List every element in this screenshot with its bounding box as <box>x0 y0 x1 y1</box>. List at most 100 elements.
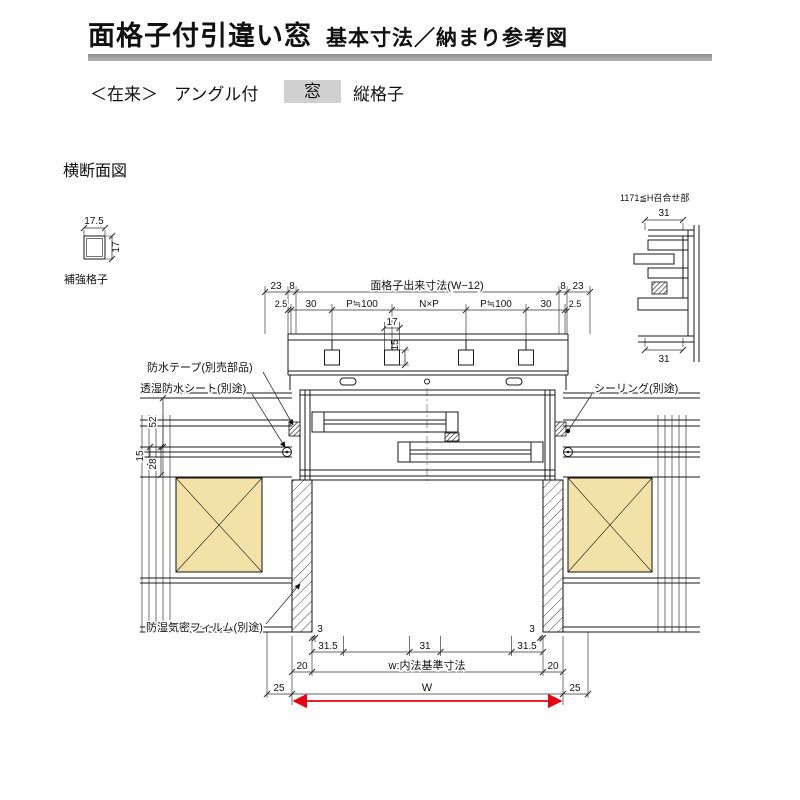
dim-line <box>645 219 683 351</box>
dim-31-5-left: 31.5 <box>318 641 338 652</box>
sealing-label: シーリング(別途) <box>594 381 678 395</box>
dim-31-5-right: 31.5 <box>517 641 537 652</box>
dim-nxp: N×P <box>419 299 439 310</box>
exterior-sash <box>311 411 459 433</box>
tag-angle-tsuki: アングル付 <box>174 85 259 104</box>
exterior-sash-glass <box>323 412 447 432</box>
page-title-row: 面格子付引違い窓 基本寸法／納まり参考図 <box>88 14 568 53</box>
wood-stud-cross <box>567 477 653 573</box>
meeting-seal <box>444 432 460 442</box>
dim-line <box>84 227 113 259</box>
extension-lines <box>264 286 591 366</box>
meeting-title: 1171≦H召合せ部 <box>620 192 689 203</box>
tick-marks <box>146 394 167 479</box>
grille-bar <box>458 349 474 366</box>
waterproof-tape-label: 防水テープ(別売部品) <box>147 360 253 374</box>
dim-2-5-right: 2.5 <box>569 299 582 309</box>
leader-line <box>265 583 301 625</box>
leader-line <box>251 393 286 448</box>
tick-marks <box>80 224 116 263</box>
stile-step <box>647 267 689 279</box>
wall-lines <box>693 225 700 362</box>
bottom-dimensions: 3 3 31.5 31 31.5 20 w:内法基準寸法 20 25 W 25 <box>263 623 592 705</box>
wall-layer-lines <box>140 392 292 633</box>
mount-slot <box>505 377 523 386</box>
page-title: 面格子付引違い窓 <box>88 21 312 51</box>
dim-25-right: 25 <box>569 683 581 694</box>
meeting-stile-detail: 1171≦H召合せ部 31 31 <box>620 192 700 365</box>
jamb-seal-right <box>554 421 567 437</box>
wood-stud-cross <box>175 477 263 573</box>
interior-board-right <box>542 479 564 633</box>
extension-lines <box>266 632 589 705</box>
moisture-film-label: 防湿気密フィルム(別途) <box>146 620 263 634</box>
interior-sash <box>397 441 544 463</box>
stile-step <box>647 239 689 251</box>
wall-right <box>542 392 700 633</box>
tag-mado-badge: 窓 <box>284 80 341 103</box>
dim-30-right: 30 <box>540 299 552 310</box>
leader-line <box>567 393 593 432</box>
dim-3-right: 3 <box>529 624 535 635</box>
extension-lines <box>644 223 684 347</box>
dim-lines <box>265 291 590 365</box>
title-underline <box>88 54 712 61</box>
screw-mark <box>424 378 430 385</box>
tick-marks <box>641 216 687 354</box>
interior-sash-glass <box>409 442 532 462</box>
dim-3-left: 3 <box>317 624 323 635</box>
grille-bar <box>384 349 400 366</box>
dim-23-left: 23 <box>270 281 282 292</box>
siding-lines <box>657 415 687 632</box>
grille-bar <box>518 349 534 366</box>
dim-31: 31 <box>419 641 431 652</box>
page-subtitle: 基本寸法／納まり参考図 <box>326 27 568 50</box>
wall-layer-lines <box>563 392 700 633</box>
dim-25-left: 25 <box>273 683 285 694</box>
leader-labels: 防水テープ(別売部品) 透湿防水シート(別途) シーリング(別途) 防湿気密フィ… <box>139 359 680 636</box>
grille-width-label: 面格子出来寸法(W−12) <box>370 278 483 292</box>
seal-block <box>651 281 668 295</box>
reinforce-grille-detail: 17.5 17 補強格子 <box>64 216 122 286</box>
stile-step <box>633 253 675 265</box>
dim-2-5-left: 2.5 <box>275 299 288 309</box>
dim-20-left: 20 <box>296 661 308 672</box>
siding-lines <box>141 415 171 632</box>
dim-8-left: 8 <box>289 281 295 292</box>
dim-p100-right: P≒100 <box>480 299 512 310</box>
tick-marks <box>263 634 592 698</box>
w-base-label: w:内法基準寸法 <box>388 658 466 672</box>
dim-28-wall: 28 <box>148 458 159 470</box>
tag-zairai: ＜在来＞ <box>90 85 158 104</box>
mount-slot <box>339 377 357 386</box>
dim-15-wall: 15 <box>135 450 146 462</box>
window-frame-section <box>282 388 573 482</box>
wall-left: 52 15 28 <box>134 392 313 633</box>
dim-lines <box>267 637 588 695</box>
dim-20-right: 20 <box>547 661 559 672</box>
cross-section-drawing: 17.5 17 補強格子 1171≦H召合せ部 31 31 23 8 <box>64 192 700 709</box>
tick-marks <box>261 288 594 369</box>
dim-W: W <box>422 682 433 694</box>
bar-stubs <box>331 340 527 350</box>
dim-17: 17 <box>111 241 122 253</box>
tube-inner <box>86 238 103 257</box>
dim-30-left: 30 <box>305 299 317 310</box>
tube-outer <box>83 235 106 260</box>
frame-lines <box>300 390 555 480</box>
dim-8-right: 8 <box>560 281 566 292</box>
grille-rails <box>287 333 569 390</box>
interior-board-left <box>291 479 313 633</box>
moisture-sheet-label: 透湿防水シート(別途) <box>140 381 246 395</box>
leader-line <box>262 371 294 426</box>
dim-lines <box>149 398 164 475</box>
dim-31-bottom: 31 <box>658 354 670 365</box>
leader-dot <box>565 428 571 434</box>
tag-tategoshi: 縦格子 <box>353 85 404 104</box>
tag-row: ＜在来＞ アングル付 窓 縦格子 <box>0 80 800 106</box>
stile-base <box>637 297 689 311</box>
jamb-seal-left <box>288 421 301 437</box>
grille-bar <box>324 349 340 366</box>
dim-31-top: 31 <box>658 208 670 219</box>
